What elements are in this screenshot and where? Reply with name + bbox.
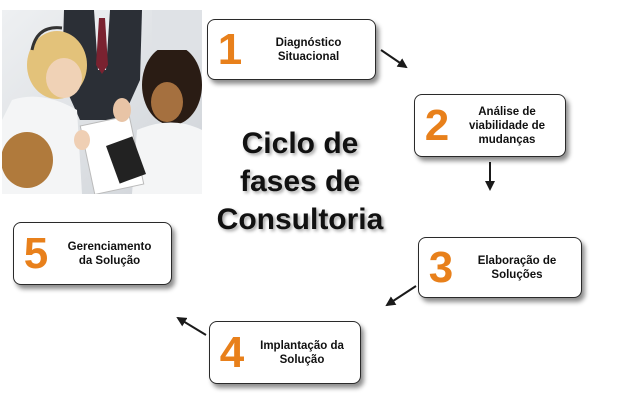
step-label-1: Diagnóstico Situacional <box>248 36 375 64</box>
step-5-line-2: da Solução <box>78 254 141 267</box>
arrow-3-to-4 <box>385 285 417 307</box>
step-box-3: 3 Elaboração de Soluções <box>418 237 582 298</box>
step-number-3: 3 <box>428 242 454 292</box>
meeting-illustration <box>2 10 202 194</box>
title-line-1: Ciclo de <box>241 127 359 160</box>
step-label-2: Análise de viabilidade de mudanças <box>455 105 565 147</box>
arrow-4-to-5 <box>176 316 207 336</box>
step-number-2: 2 <box>424 100 450 150</box>
meeting-photo <box>2 10 202 194</box>
step-1-line-1: Diagnóstico <box>275 36 342 49</box>
step-box-4: 4 Implantação da Solução <box>209 321 361 384</box>
step-box-1: 1 Diagnóstico Situacional <box>207 19 376 80</box>
step-number-1: 1 <box>217 24 243 74</box>
step-2-line-3: mudanças <box>478 133 536 146</box>
title-line-2: fases de <box>239 165 361 198</box>
cycle-title: Ciclo de fases de Consultoria <box>205 125 395 239</box>
arrow-1-to-2 <box>380 49 408 69</box>
step-3-line-2: Soluções <box>491 268 543 281</box>
step-label-4: Implantação da Solução <box>250 339 360 367</box>
step-4-line-1: Implantação da <box>260 339 344 352</box>
step-3-line-1: Elaboração de <box>477 254 557 267</box>
step-box-5: 5 Gerenciamento da Solução <box>13 222 172 285</box>
step-5-line-1: Gerenciamento <box>67 240 152 253</box>
step-2-line-1: Análise de <box>478 105 536 118</box>
step-label-3: Elaboração de Soluções <box>459 254 581 282</box>
step-number-4: 4 <box>219 327 245 377</box>
step-label-5: Gerenciamento da Solução <box>54 240 171 268</box>
step-2-line-2: viabilidade de <box>468 119 546 132</box>
step-number-5: 5 <box>23 228 49 278</box>
step-1-line-2: Situacional <box>277 50 340 63</box>
title-line-3: Consultoria <box>216 203 384 236</box>
step-4-line-2: Solução <box>279 353 325 366</box>
step-box-2: 2 Análise de viabilidade de mudanças <box>414 94 566 157</box>
